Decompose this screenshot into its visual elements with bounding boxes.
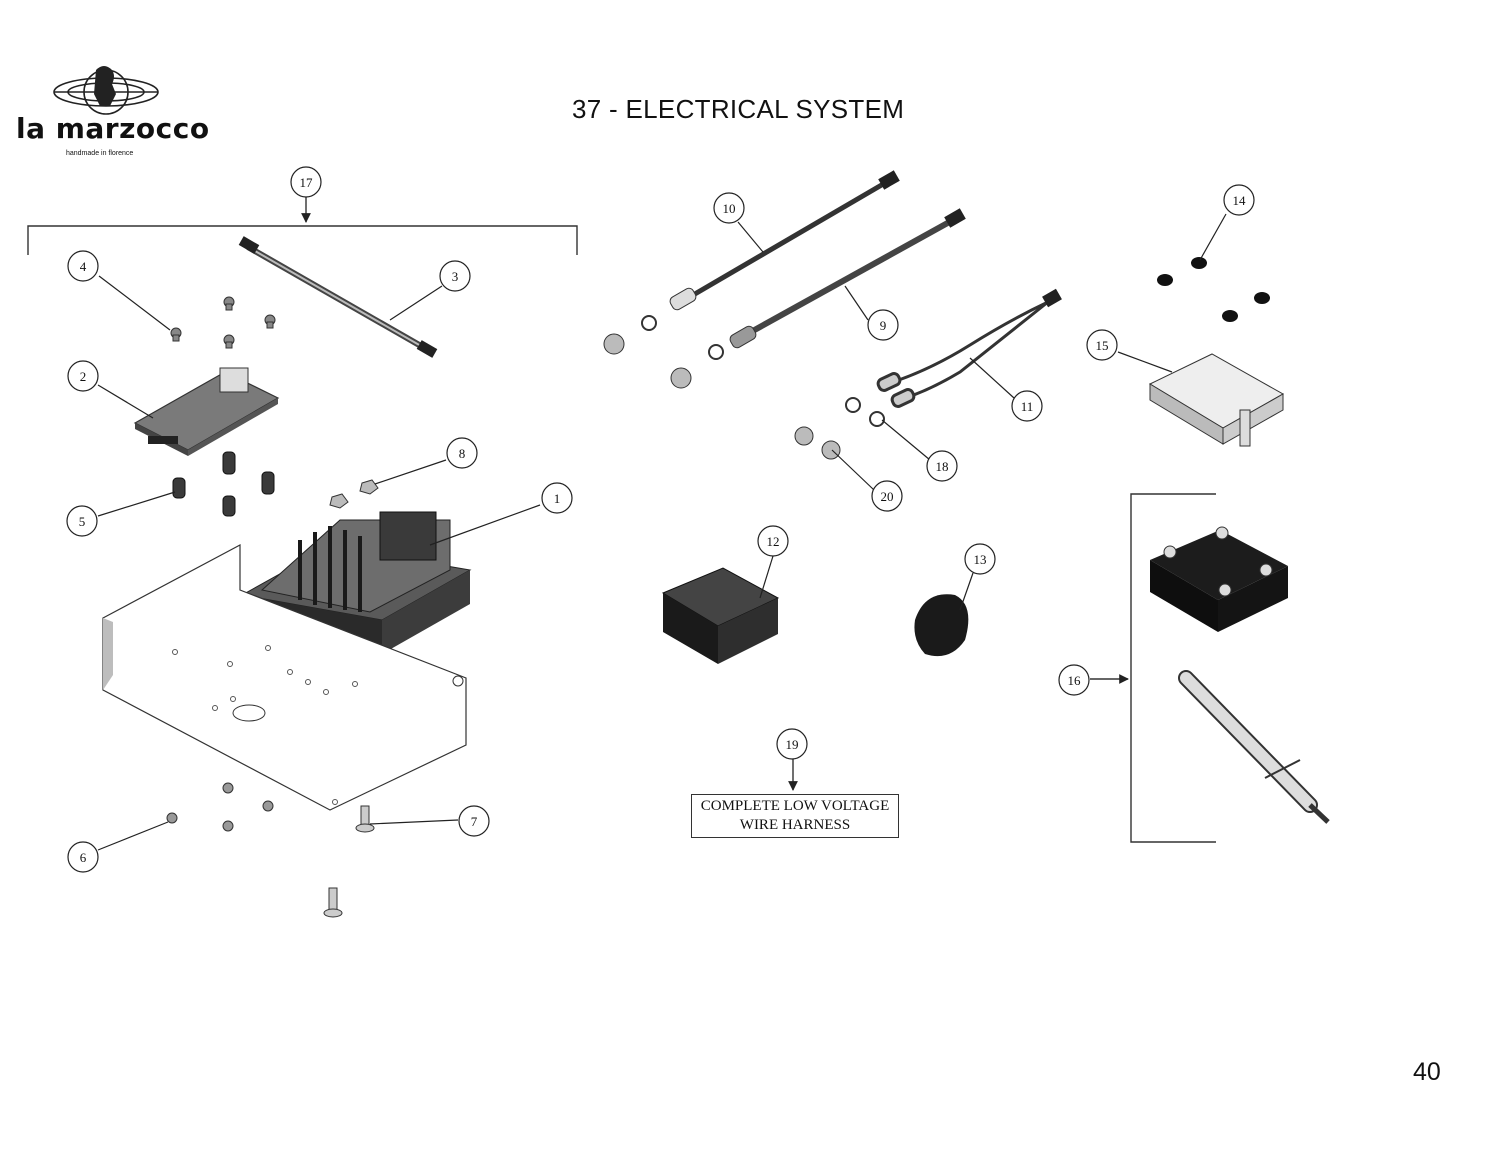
callout-label: 1 (554, 491, 561, 506)
y-cable-part-11 (876, 288, 1062, 408)
brand-name: la marzocco (16, 112, 210, 145)
thermal-paste-syringe (1178, 670, 1330, 824)
rubber-feet-part-14 (1157, 257, 1270, 322)
standoffs-part-5 (172, 451, 275, 517)
callout-label: 15 (1096, 338, 1109, 353)
callout-label: 11 (1021, 399, 1034, 414)
switch-cap-part-13 (914, 594, 969, 657)
callout-label: 5 (79, 514, 86, 529)
callout-label: 9 (880, 318, 887, 333)
callout-label: 4 (80, 259, 87, 274)
callout-label: 10 (723, 201, 736, 216)
leader-lines (97, 213, 1227, 851)
callout-label: 18 (936, 459, 949, 474)
grommets-part-20 (603, 333, 841, 460)
callout-label: 2 (80, 369, 87, 384)
brand-tagline: handmade in florence (66, 150, 134, 157)
screws-part-4 (170, 296, 276, 349)
screws-part-6 (166, 782, 274, 832)
callout-label: 16 (1068, 673, 1082, 688)
ribbon-cable-part-3 (238, 236, 438, 358)
holder-part-15 (1148, 353, 1285, 447)
bolts-part-7 (323, 805, 375, 918)
callout-label: 19 (786, 737, 799, 752)
wire-harness-label-box: COMPLETE LOW VOLTAGE WIRE HARNESS (691, 794, 899, 838)
callout-label: 6 (80, 850, 87, 865)
page-number: 40 (1413, 1058, 1441, 1086)
callout-label: 7 (471, 814, 478, 829)
group-bracket-17 (27, 196, 578, 255)
callout-label: 3 (452, 269, 459, 284)
callout-label: 13 (974, 552, 987, 567)
rocker-switch-part-12 (661, 567, 780, 664)
callout-label: 20 (881, 489, 894, 504)
solid-state-relay-part-16 (1150, 526, 1288, 632)
pcb-board-part-2 (133, 367, 280, 456)
harness-line-2: WIRE HARNESS (739, 817, 851, 833)
callout-label: 14 (1233, 193, 1247, 208)
sensor-cable-part-9 (729, 208, 966, 349)
nuts-part-8 (329, 479, 379, 509)
nuts-part-18 (641, 315, 885, 427)
harness-line-1: COMPLETE LOW VOLTAGE (700, 798, 890, 814)
page-title: 37 - ELECTRICAL SYSTEM (572, 94, 905, 124)
callout-labels: 1 2 3 4 5 6 7 8 9 10 11 12 13 14 15 16 1… (79, 175, 1246, 865)
callout-label: 12 (767, 534, 780, 549)
callout-label: 17 (300, 175, 314, 190)
callout-label: 8 (459, 446, 466, 461)
group-bracket-16 (1090, 493, 1216, 843)
sensor-cable-part-10 (669, 170, 900, 311)
mounting-plate (102, 544, 467, 811)
callout-circles (66, 166, 1255, 873)
